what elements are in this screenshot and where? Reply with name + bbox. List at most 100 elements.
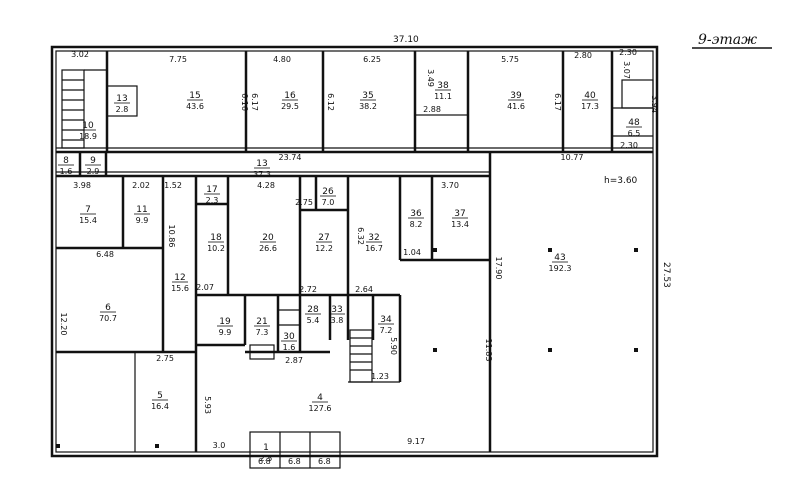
room-number: 34 xyxy=(380,315,392,325)
room-number: 36 xyxy=(410,209,422,219)
dimension-label: 2.87 xyxy=(285,356,303,365)
room-number: 33 xyxy=(331,305,342,315)
room-number: 1 xyxy=(263,443,269,453)
room-number: 43 xyxy=(554,253,565,263)
room-number: 7 xyxy=(85,205,91,215)
dimension-label: 1.52 xyxy=(164,181,182,190)
dimension-label: 3.98 xyxy=(73,181,91,190)
room-number: 4 xyxy=(317,393,323,403)
dimension-label: 3.94 xyxy=(650,95,659,113)
dimension-label: 4.28 xyxy=(257,181,275,190)
dimension-label: 2.07 xyxy=(196,283,214,292)
room-number: 13 xyxy=(116,94,127,104)
room-area: 11.1 xyxy=(434,92,452,101)
room-area: 127.6 xyxy=(309,404,332,413)
room-area: 15.6 xyxy=(171,284,189,293)
room-area: 13.4 xyxy=(451,220,469,229)
room-area: 16.4 xyxy=(151,402,169,411)
dimension-label: 2.80 xyxy=(574,51,592,60)
dimension-label: 3.49 xyxy=(426,69,435,87)
room-area: 10.2 xyxy=(207,244,225,253)
dimension-label: 2.88 xyxy=(423,105,441,114)
room-area: 2.9 xyxy=(87,167,100,176)
room-number: 15 xyxy=(189,91,200,101)
room-number: 26 xyxy=(322,187,334,197)
dim-overall-right: 27.53 xyxy=(661,262,671,288)
small-area-2: 6.8 xyxy=(288,457,301,466)
dimension-label: 23.74 xyxy=(279,153,302,162)
room-number: 6 xyxy=(105,303,111,313)
dimension-label: 3.0 xyxy=(213,441,226,450)
room-area: 29.5 xyxy=(281,102,299,111)
dimension-label: 5.90 xyxy=(389,337,398,355)
dimension-label: 10.77 xyxy=(561,153,584,162)
room-area: 41.6 xyxy=(507,102,525,111)
room-area: 1.6 xyxy=(60,167,73,176)
dimension-label: 17.90 xyxy=(494,257,503,280)
room-number: 8 xyxy=(63,156,69,166)
dimension-label: 1.04 xyxy=(403,248,421,257)
room-number: 32 xyxy=(368,233,379,243)
dimension-label: 7.75 xyxy=(169,55,187,64)
dimension-label: 6.17 xyxy=(250,93,259,111)
stair-height-note: h=3.60 xyxy=(604,176,638,186)
dimension-label: 6.25 xyxy=(363,55,381,64)
room-area: 43.6 xyxy=(186,102,204,111)
room-number: 11 xyxy=(136,205,147,215)
room-area: 9.9 xyxy=(136,216,149,225)
room-number: 16 xyxy=(284,91,296,101)
dimension-label: 6.48 xyxy=(96,250,114,259)
room-area: 70.7 xyxy=(99,314,117,323)
small-area-3: 6.8 xyxy=(318,457,331,466)
dimension-label: 3.70 xyxy=(441,181,459,190)
dimension-label: 11.83 xyxy=(484,339,493,362)
room-number: 39 xyxy=(510,91,522,101)
dimension-label: 10.86 xyxy=(167,225,176,248)
room-area: 26.6 xyxy=(259,244,277,253)
room-area: 7.0 xyxy=(322,198,335,207)
dimension-label: 5.75 xyxy=(501,55,519,64)
room-number: 12 xyxy=(174,273,185,283)
dimension-label: 5.93 xyxy=(203,396,212,414)
top-row-walls xyxy=(56,51,654,154)
room-number: 35 xyxy=(362,91,373,101)
room-area: 17.3 xyxy=(581,102,599,111)
room-number: 30 xyxy=(283,332,295,342)
room-number: 38 xyxy=(437,81,449,91)
room-area: 12.2 xyxy=(315,244,333,253)
dimension-label: 6.12 xyxy=(326,93,335,111)
dimension-label: 2.30 xyxy=(619,48,637,57)
room-number: 17 xyxy=(206,185,217,195)
dimension-label: 2.72 xyxy=(299,285,317,294)
room-area: 7.2 xyxy=(380,326,393,335)
dimension-label: 1.23 xyxy=(371,372,389,381)
dimension-label: 12.20 xyxy=(59,313,68,336)
room-number: 48 xyxy=(628,118,640,128)
room-area: 2.5 xyxy=(260,454,273,463)
room-number: 28 xyxy=(307,305,319,315)
room-area: 2.3 xyxy=(206,196,219,205)
dimension-label: 6.17 xyxy=(553,93,562,111)
room-area: 3.8 xyxy=(331,316,344,325)
room-number: 20 xyxy=(262,233,274,243)
room-number: 21 xyxy=(256,317,267,327)
room-area: 18.9 xyxy=(79,132,97,141)
room-number: 13 xyxy=(256,159,267,169)
dimension-label: 2.75 xyxy=(295,198,313,207)
room-area: 7.3 xyxy=(256,328,269,337)
room-number: 18 xyxy=(210,233,222,243)
room-number: 40 xyxy=(584,91,596,101)
dimension-label: 3.02 xyxy=(71,50,89,59)
columns xyxy=(56,248,638,448)
room-area: 37.3 xyxy=(253,170,271,179)
dimension-label: 2.30 xyxy=(620,141,638,150)
dimension-label: 6.16 xyxy=(240,93,249,111)
room-number: 19 xyxy=(219,317,231,327)
room-area: 9.9 xyxy=(219,328,232,337)
dimension-labels: 3.02 7.75 4.80 6.25 5.75 2.80 2.30 2.30 3.0 7 3.94… xyxy=(59,48,659,450)
room-area: 2.8 xyxy=(116,105,129,114)
dimension-label: 4.80 xyxy=(273,55,291,64)
room-number: 10 xyxy=(82,121,94,131)
room-area: 5.4 xyxy=(307,316,320,325)
